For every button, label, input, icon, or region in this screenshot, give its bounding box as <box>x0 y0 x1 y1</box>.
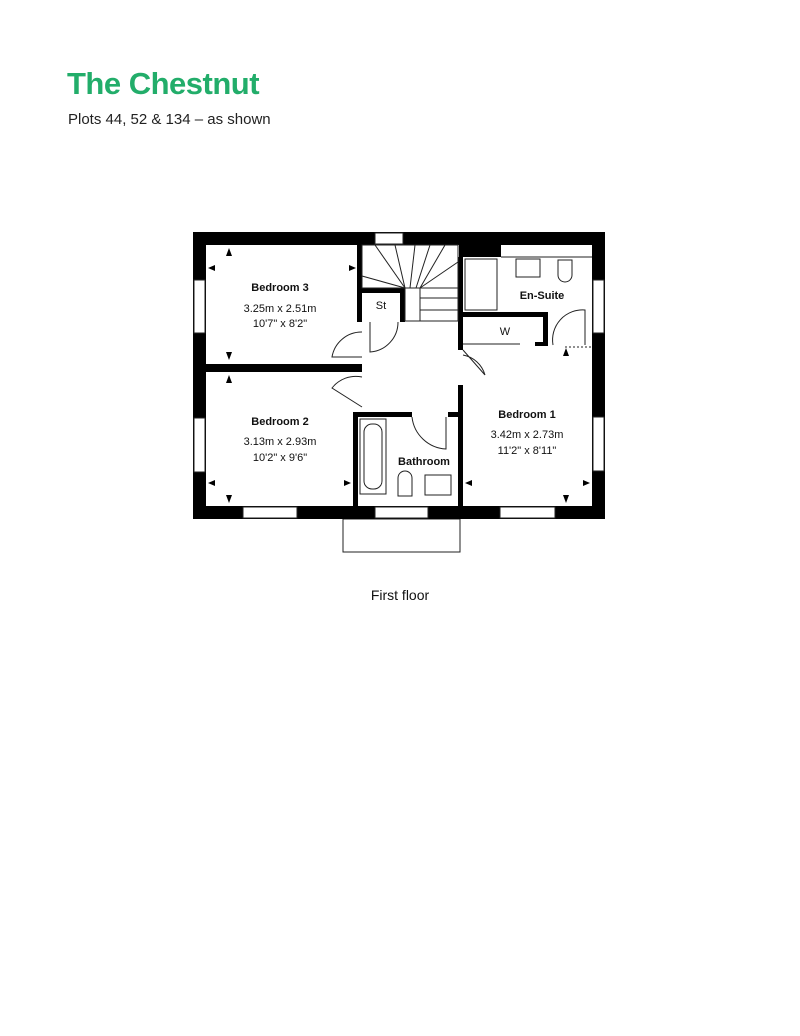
internal-walls <box>206 245 548 506</box>
basin <box>424 474 452 496</box>
svg-text:Bedroom 2: Bedroom 2 <box>251 416 308 428</box>
room-store: St <box>376 300 386 312</box>
svg-text:11'2" x 8'11": 11'2" x 8'11" <box>498 445 557 457</box>
staircase <box>361 244 459 322</box>
toilet <box>397 470 413 497</box>
svg-text:Bedroom 1: Bedroom 1 <box>498 409 555 421</box>
room-bedroom-3: Bedroom 3 3.25m x 2.51m 10'7" x 8'2" <box>244 282 317 330</box>
ensuite-toilet <box>557 259 573 283</box>
ensuite-bath <box>464 258 498 311</box>
room-bathroom: Bathroom <box>398 456 450 468</box>
windows <box>193 232 605 519</box>
svg-text:3.42m x 2.73m: 3.42m x 2.73m <box>491 429 564 441</box>
fixtures <box>359 258 573 497</box>
dimension-arrows <box>208 248 590 503</box>
room-bedroom-1: Bedroom 1 3.42m x 2.73m 11'2" x 8'11" <box>491 409 564 457</box>
doors <box>331 309 592 450</box>
svg-text:3.25m x 2.51m: 3.25m x 2.51m <box>244 303 317 315</box>
floor-caption: First floor <box>370 587 430 603</box>
svg-text:3.13m x 2.93m: 3.13m x 2.93m <box>244 436 317 448</box>
ensuite-basin <box>515 258 541 278</box>
room-en-suite: En-Suite <box>520 290 565 302</box>
outer-walls <box>193 232 605 519</box>
svg-text:10'7" x 8'2": 10'7" x 8'2" <box>253 318 307 330</box>
svg-text:10'2" x 9'6": 10'2" x 9'6" <box>253 452 307 464</box>
svg-text:Bedroom 3: Bedroom 3 <box>251 282 308 294</box>
page-subtitle: Plots 44, 52 & 134 – as shown <box>68 111 271 128</box>
page-title: The Chestnut <box>67 66 260 101</box>
bathtub <box>359 418 387 495</box>
porch-roof <box>342 518 461 553</box>
room-wardrobe: W <box>500 326 511 338</box>
room-bedroom-2: Bedroom 2 3.13m x 2.93m 10'2" x 9'6" <box>244 416 317 464</box>
